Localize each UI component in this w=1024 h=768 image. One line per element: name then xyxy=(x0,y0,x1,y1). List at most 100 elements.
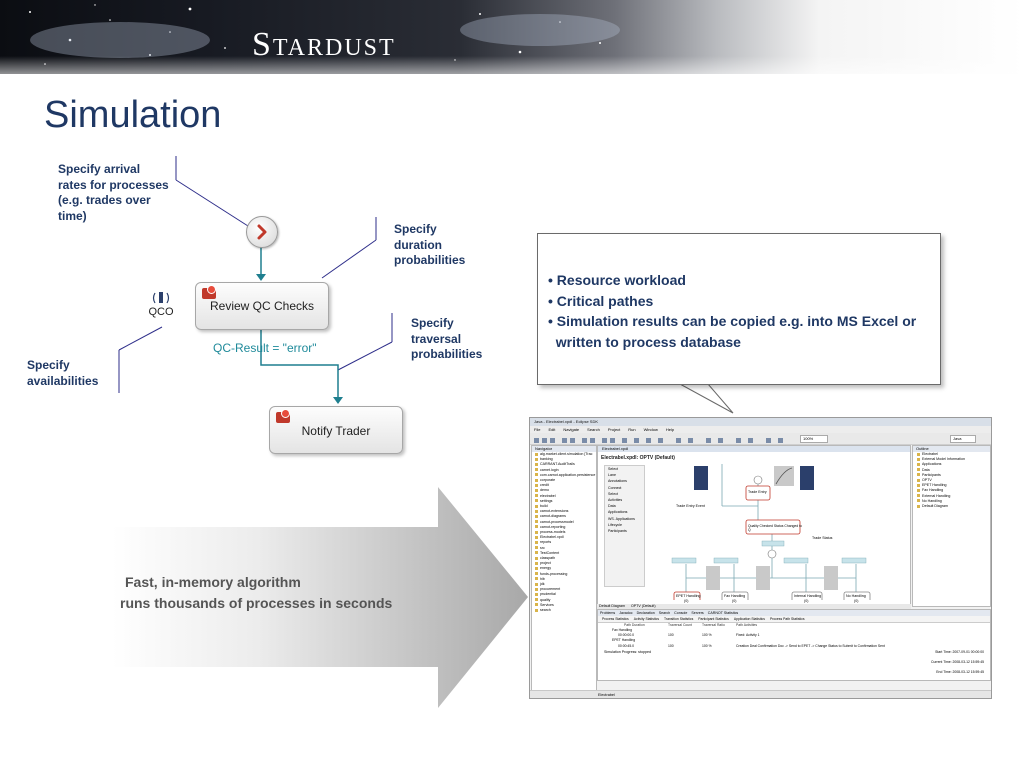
table-header-cell[interactable]: Traversal Ratio xyxy=(702,623,725,627)
diagram-node[interactable]: Trade Entry xyxy=(748,490,767,494)
outline-item[interactable]: Data xyxy=(917,468,990,473)
table-header-cell[interactable]: Path Duration xyxy=(624,623,645,627)
navigator-item[interactable]: corporate xyxy=(535,478,596,483)
navigator-item[interactable]: project xyxy=(535,561,596,566)
navigator-item[interactable]: credit xyxy=(535,483,596,488)
editor-tab[interactable]: Electrabel.xpdl xyxy=(598,446,910,452)
palette-item[interactable]: Lane xyxy=(608,472,644,478)
navigator-item[interactable]: jdk xyxy=(535,582,596,587)
menu-item[interactable]: Edit xyxy=(548,427,556,432)
outline-item[interactable]: No Handling xyxy=(917,499,990,504)
navigator-item[interactable]: settings xyxy=(535,499,596,504)
navigator-item[interactable]: process-models xyxy=(535,530,596,535)
menu-item[interactable]: Run xyxy=(628,427,636,432)
diagram-tab[interactable]: Default Diagram xyxy=(599,604,625,608)
start-event[interactable] xyxy=(246,216,278,248)
menu-item[interactable]: Help xyxy=(665,427,675,432)
perspective-switcher[interactable]: Java xyxy=(950,435,976,443)
navigator-item[interactable]: build xyxy=(535,504,596,509)
view-tab[interactable]: Console xyxy=(674,610,687,616)
statistics-tab[interactable]: Participant Statistics xyxy=(698,616,729,622)
table-header-cell[interactable]: Path Activities xyxy=(736,623,758,627)
review-qc-checks-activity[interactable]: Review QC Checks xyxy=(195,282,329,330)
outline-item[interactable]: OPTV xyxy=(917,478,990,483)
navigator-item[interactable]: carnet.login xyxy=(535,468,596,473)
navigator-item[interactable]: search xyxy=(535,608,596,613)
statistics-tab[interactable]: Transition Statistics xyxy=(664,616,693,622)
palette-item[interactable]: Data xyxy=(608,503,644,509)
outline-item[interactable]: Default Diagram xyxy=(917,504,990,509)
outline-item[interactable]: Participants xyxy=(917,473,990,478)
statistics-tab[interactable]: Application Statistics xyxy=(734,616,765,622)
menu-item[interactable]: Project xyxy=(607,427,621,432)
diagram-node[interactable]: Internal Handling xyxy=(794,594,822,598)
navigator-item[interactable]: reports xyxy=(535,540,596,545)
navigator-item[interactable]: hib xyxy=(535,577,596,582)
outline-item[interactable]: EPET Handling xyxy=(917,483,990,488)
palette-item[interactable]: Select xyxy=(608,466,644,472)
navigator-item[interactable]: carnot-processmodel xyxy=(535,520,596,525)
palette-item[interactable]: Participants xyxy=(608,528,644,534)
folder-icon xyxy=(535,582,538,586)
menu-item[interactable]: Window xyxy=(643,427,658,432)
view-tab[interactable]: Javadoc xyxy=(619,610,632,616)
statistics-tab[interactable]: Activity Statistics xyxy=(634,616,659,622)
diagram-node[interactable]: Trade Entry Event xyxy=(676,504,705,508)
navigator-item[interactable]: procurement xyxy=(535,587,596,592)
navigator-item[interactable]: CARRANT.AuditTrails xyxy=(535,462,596,467)
diagram-node[interactable]: EPET Handling xyxy=(676,594,701,598)
palette-item[interactable]: Annotations xyxy=(608,478,644,484)
outline-item[interactable]: Fax Handling xyxy=(917,488,990,493)
menu-item[interactable]: File xyxy=(534,427,541,432)
navigator-item[interactable]: classpath xyxy=(535,556,596,561)
view-tab[interactable]: Search xyxy=(659,610,670,616)
navigator-item[interactable]: carnot-diagrams xyxy=(535,514,596,519)
navigator-item[interactable]: src xyxy=(535,546,596,551)
zoom-select[interactable]: 100% xyxy=(800,435,828,443)
navigator-item[interactable]: banking xyxy=(535,457,596,462)
diagram-node[interactable]: Quality Checked Status Changed to Q xyxy=(748,524,802,532)
table-row[interactable]: EPET Handling xyxy=(598,638,990,643)
navigator-item[interactable]: carnot-extensions xyxy=(535,509,596,514)
diagram-tab[interactable]: OPTV (Default) xyxy=(630,604,656,608)
menu-item[interactable]: Navigate xyxy=(563,427,580,432)
diagram-node[interactable]: Trade Status xyxy=(812,536,833,540)
palette-item[interactable]: Select xyxy=(608,491,644,497)
outline-item[interactable]: External Model Information xyxy=(917,457,990,462)
diagram-node[interactable]: No Handling xyxy=(846,594,866,598)
diagram-node[interactable]: Fax Handling xyxy=(724,594,746,598)
palette-item[interactable]: WS. Applications xyxy=(608,516,644,522)
table-row[interactable]: Fax Handling xyxy=(598,628,990,633)
navigator-item[interactable]: prudential xyxy=(535,592,596,597)
view-tab[interactable]: Servers xyxy=(691,610,703,616)
outline-item[interactable]: Applications xyxy=(917,462,990,467)
notify-trader-activity[interactable]: Notify Trader xyxy=(269,406,403,454)
palette-item[interactable]: Activities xyxy=(608,497,644,503)
navigator-item[interactable]: com.carnot.application.persistence xyxy=(535,473,596,478)
navigator-item[interactable]: Services xyxy=(535,603,596,608)
navigator-item[interactable]: quality xyxy=(535,598,596,603)
navigator-item[interactable]: funds-processing xyxy=(535,572,596,577)
view-tab[interactable]: Declaration xyxy=(637,610,655,616)
table-header-cell[interactable]: Traversal Count xyxy=(668,623,692,627)
navigator-item[interactable]: carnot-reporting xyxy=(535,525,596,530)
statistics-tab[interactable]: Process Path Statistics xyxy=(770,616,805,622)
navigator-item[interactable]: energy xyxy=(535,566,596,571)
palette-item[interactable]: Applications xyxy=(608,509,644,515)
navigator-item[interactable]: electrabel xyxy=(535,494,596,499)
view-tab[interactable]: Problems xyxy=(600,610,615,616)
palette-item[interactable]: Lifecycle xyxy=(608,522,644,528)
outline-item[interactable]: Electrabel xyxy=(917,452,990,457)
statistics-tab[interactable]: Process Statistics xyxy=(602,616,629,622)
view-tab[interactable]: CARNOT Statistics xyxy=(708,610,739,616)
navigator-item[interactable]: alg.market.client.simulation [Trac xyxy=(535,452,596,457)
palette-item[interactable]: Connect xyxy=(608,485,644,491)
participant-qco[interactable] xyxy=(148,291,174,310)
navigator-item[interactable]: TestContent xyxy=(535,551,596,556)
navigator-item[interactable]: Electrabel.xpdl xyxy=(535,535,596,540)
navigator-item[interactable]: demo xyxy=(535,488,596,493)
outline-item[interactable]: External Handling xyxy=(917,494,990,499)
menu-item[interactable]: Search xyxy=(587,427,600,432)
